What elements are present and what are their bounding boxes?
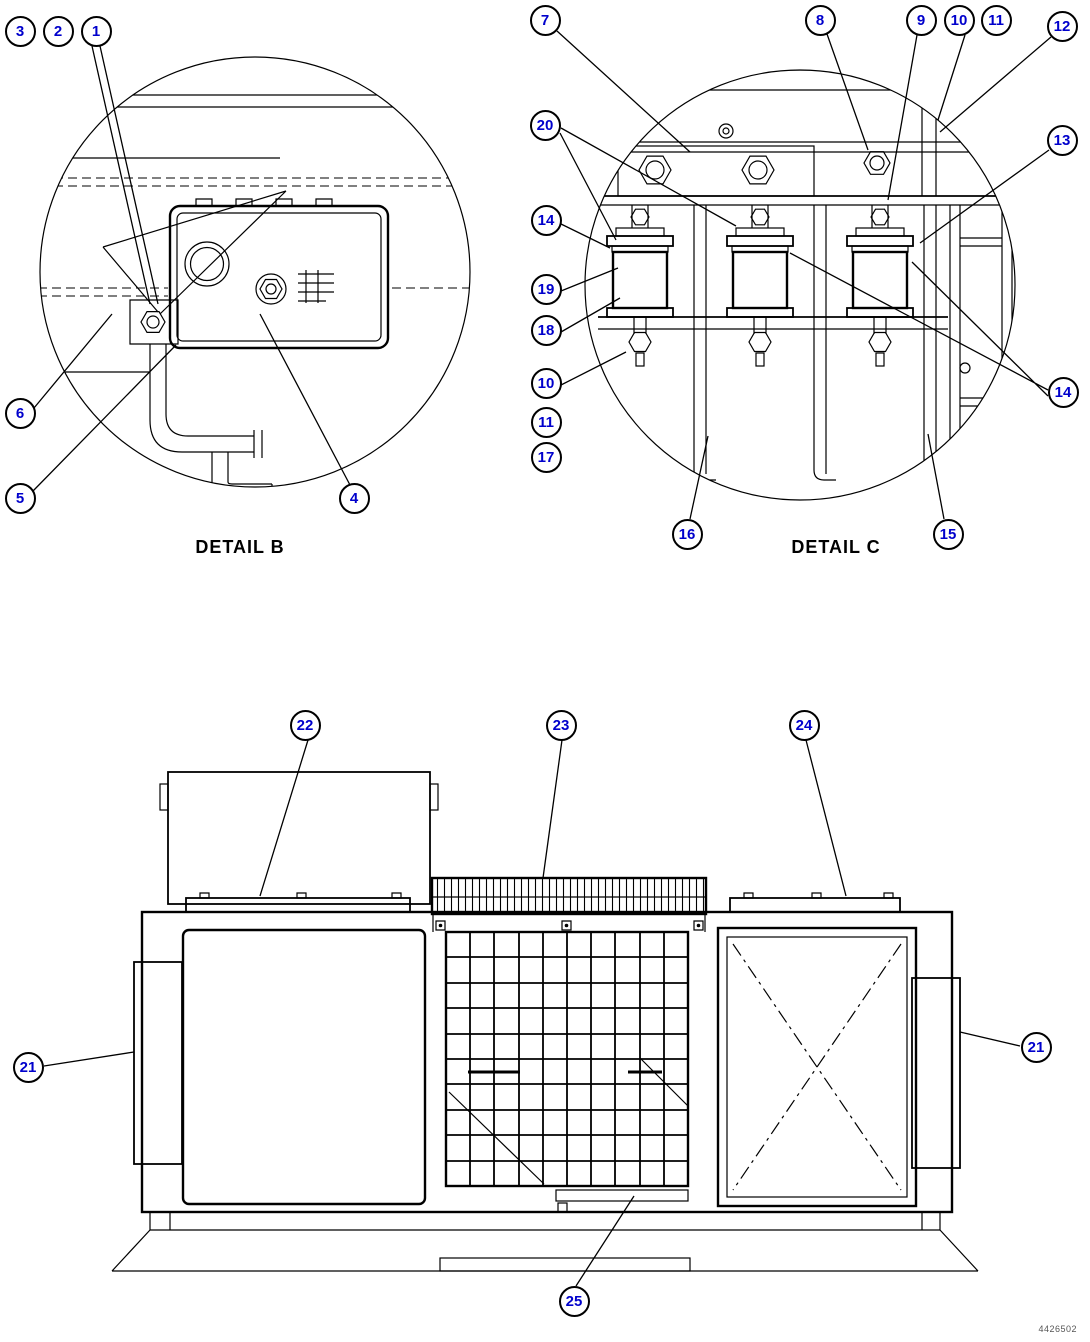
callout-22[interactable]: 22: [289, 709, 321, 741]
callout-11[interactable]: 11: [980, 4, 1012, 36]
callout-8[interactable]: 8: [804, 4, 836, 36]
callout-4[interactable]: 4: [338, 482, 370, 514]
callout-21[interactable]: 21: [12, 1051, 44, 1083]
callout-19[interactable]: 19: [530, 273, 562, 305]
callout-9[interactable]: 9: [905, 4, 937, 36]
callout-2[interactable]: 2: [42, 15, 74, 47]
callout-18[interactable]: 18: [530, 314, 562, 346]
drawing-number: 4426502: [1038, 1324, 1077, 1334]
callout-7[interactable]: 7: [529, 4, 561, 36]
callout-16[interactable]: 16: [671, 518, 703, 550]
callout-20[interactable]: 20: [529, 109, 561, 141]
callout-10[interactable]: 10: [943, 4, 975, 36]
callout-24[interactable]: 24: [788, 709, 820, 741]
callout-10[interactable]: 10: [530, 367, 562, 399]
detail-c-drawing: [584, 69, 1016, 501]
callout-23[interactable]: 23: [545, 709, 577, 741]
callout-14[interactable]: 14: [1047, 376, 1079, 408]
callout-17[interactable]: 17: [530, 441, 562, 473]
callout-21[interactable]: 21: [1020, 1031, 1052, 1063]
callout-5[interactable]: 5: [4, 482, 36, 514]
callout-14[interactable]: 14: [530, 204, 562, 236]
detail-b-drawing: [39, 56, 471, 488]
detail-c-label: DETAIL C: [791, 537, 881, 557]
callout-3[interactable]: 3: [4, 15, 36, 47]
callout-13[interactable]: 13: [1046, 124, 1078, 156]
callout-25[interactable]: 25: [558, 1285, 590, 1317]
detail-b-label: DETAIL B: [195, 537, 285, 557]
callout-15[interactable]: 15: [932, 518, 964, 550]
callout-6[interactable]: 6: [4, 397, 36, 429]
leader-lines: [32, 30, 1052, 1287]
callout-1[interactable]: 1: [80, 15, 112, 47]
callout-12[interactable]: 12: [1046, 10, 1078, 42]
callout-11[interactable]: 11: [530, 406, 562, 438]
bottom-view-drawing: [111, 771, 979, 1272]
